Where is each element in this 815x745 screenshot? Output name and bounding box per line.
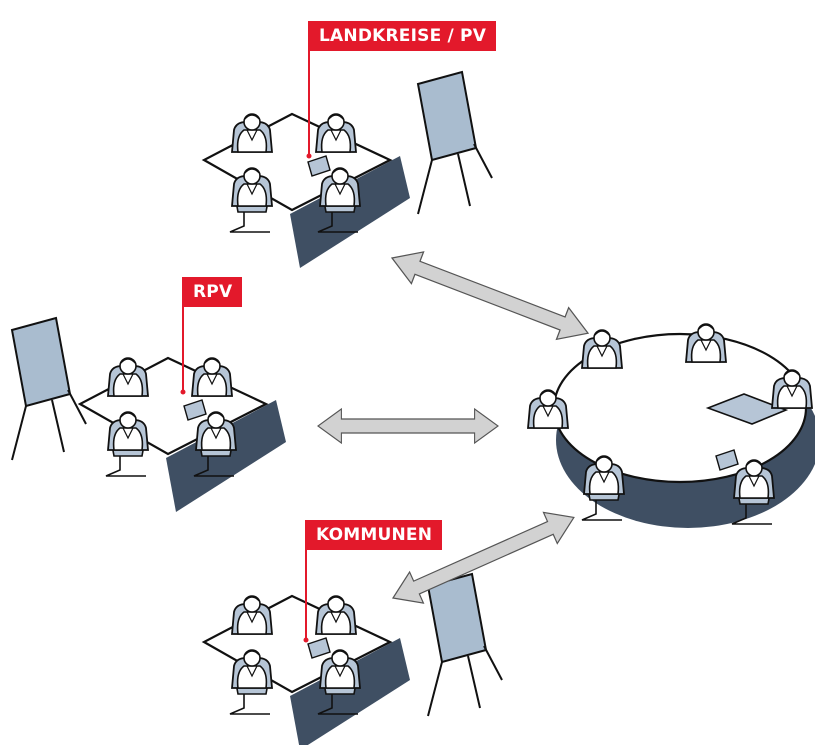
- label-landkreise-pv: LANDKREISE / PV: [309, 21, 497, 51]
- flipchart-icon: [427, 573, 503, 717]
- flipchart-icon: [417, 71, 493, 215]
- document-icon: [705, 393, 789, 425]
- label-kommunen: KOMMUNEN: [306, 520, 443, 550]
- round-meeting-table: [527, 323, 815, 528]
- double-arrow-icon: [317, 408, 499, 444]
- double-arrow-icon: [385, 241, 595, 350]
- meeting-table-landkreise: [204, 114, 410, 268]
- label-rpv: RPV: [183, 277, 243, 307]
- flipchart-icon: [11, 317, 87, 461]
- double-arrow-icon: [385, 501, 582, 615]
